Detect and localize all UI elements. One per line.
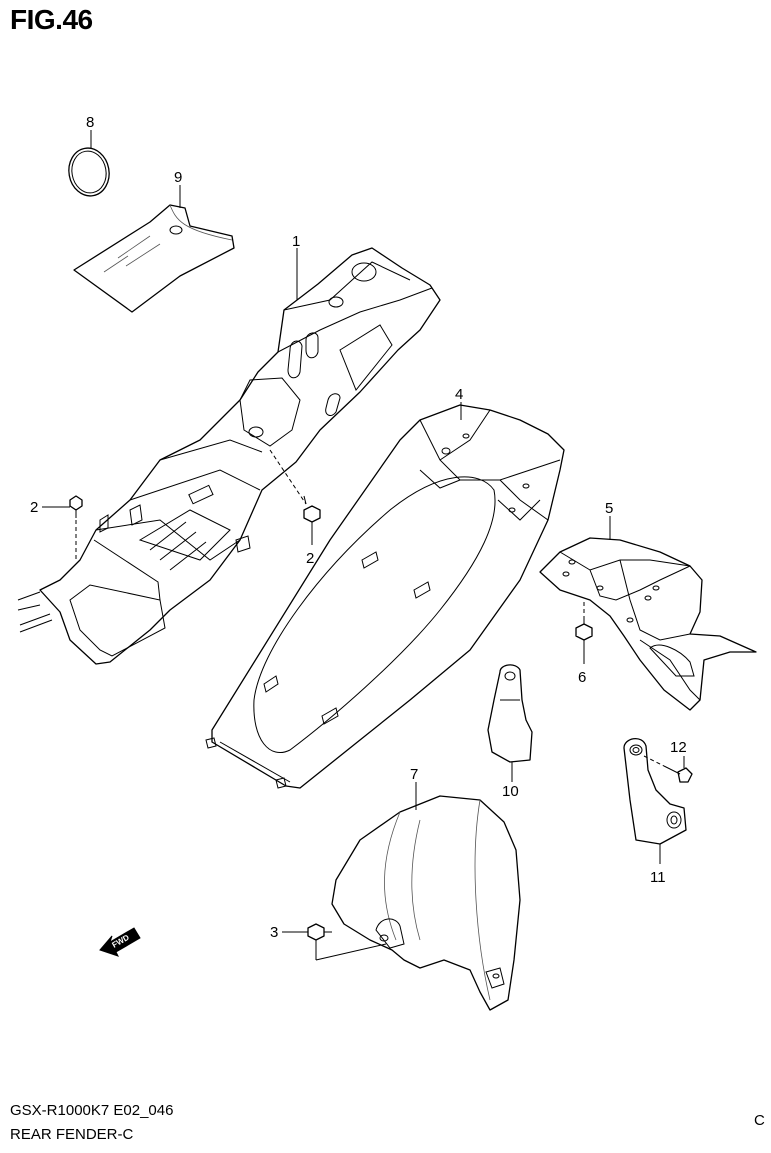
part-12-screw[interactable] [663, 765, 693, 783]
figure-title: FIG.46 [10, 4, 93, 35]
dash-12 [643, 755, 665, 767]
part-3-bolt[interactable] [307, 923, 332, 941]
footer-right-mark: C [754, 1112, 765, 1129]
part-2-bolt-left[interactable] [69, 495, 83, 518]
part-6-nut[interactable] [575, 618, 593, 641]
callout-9: 9 [174, 169, 182, 186]
part-11-bracket[interactable] [623, 738, 687, 845]
callout-3: 3 [270, 924, 278, 941]
callout-8: 8 [86, 114, 94, 131]
part-4-rear-fender-liner[interactable] [205, 404, 565, 789]
callout-6: 6 [578, 669, 586, 686]
part-5-bracket[interactable] [539, 537, 757, 711]
part-9-bag[interactable] [73, 204, 235, 313]
callout-1: 1 [292, 233, 300, 250]
callout-2b: 2 [306, 550, 314, 567]
dash-2b [269, 449, 307, 505]
fwd-arrow-icon: FWD [99, 927, 141, 957]
callout-7: 7 [410, 766, 418, 783]
callout-5: 5 [605, 500, 613, 517]
leader-3c [315, 943, 387, 961]
callout-4: 4 [455, 386, 463, 403]
section-name: REAR FENDER-C [10, 1126, 134, 1143]
model-code: GSX-R1000K7 E02_046 [10, 1102, 174, 1119]
part-7-rear-hugger[interactable] [331, 795, 521, 1011]
callout-11: 11 [650, 869, 666, 886]
part-2-bolt-center[interactable] [303, 495, 321, 523]
callout-2a: 2 [30, 499, 38, 516]
callout-12: 12 [670, 739, 687, 756]
part-10-bracket[interactable] [487, 664, 533, 763]
part-1-rear-fender[interactable] [17, 247, 441, 665]
part-8-ring[interactable] [65, 145, 113, 199]
callout-10: 10 [502, 783, 519, 800]
